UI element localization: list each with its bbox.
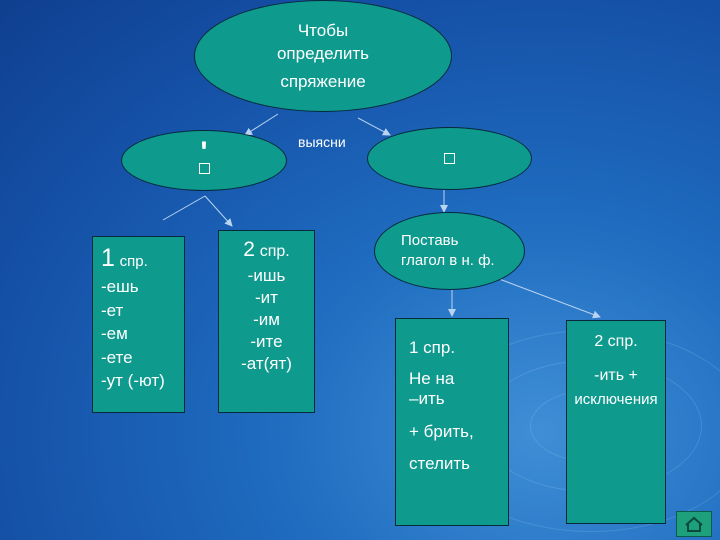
arrow-split-left: [162, 195, 206, 221]
stressed-ending-oval: ': [121, 130, 287, 191]
box1-ending: -ешь: [101, 277, 139, 296]
topic-line-2: определить: [276, 44, 370, 63]
arrow-top-to-right: [357, 117, 391, 136]
box2-ending: -им: [253, 310, 280, 329]
box3-line: Не на: [409, 369, 455, 388]
arrow-step-to-box4: [493, 276, 601, 319]
topic-line-1: Чтобы: [297, 21, 349, 40]
topic-oval: Чтобы определить спряжение: [194, 0, 452, 112]
home-icon: [685, 516, 703, 532]
box1-ending: -ете: [101, 347, 133, 367]
box2-ending: -ат(ят): [241, 354, 292, 373]
box2-heading: 2 спр.: [243, 238, 290, 261]
box3-line: –ить: [409, 389, 445, 408]
box3-line: + брить,: [409, 422, 474, 441]
step-line-1: Поставь: [401, 232, 459, 249]
box3-heading: 1 спр.: [409, 338, 456, 357]
topic-line-3: спряжение: [280, 72, 366, 91]
box1-ending: -ет: [101, 300, 124, 320]
box4-line: -ить +: [594, 367, 638, 384]
arrow-top-to-left: [244, 113, 279, 136]
second-conjugation-endings-box: 2 спр. -ишь -ит -им -ите -ат(ят): [218, 230, 315, 413]
step-line-2: глагол в н. ф.: [401, 252, 495, 269]
missing-glyph-icon: [198, 163, 210, 174]
second-conjugation-rule-box: 2 спр. -ить + исключения: [566, 320, 666, 524]
box4-heading: 2 спр.: [594, 333, 638, 350]
box4-line: исключения: [574, 391, 658, 408]
box2-ending: -ишь: [247, 266, 286, 285]
box1-heading: 1 спр.: [101, 244, 148, 272]
box2-ending: -ите: [250, 332, 283, 351]
first-conjugation-endings-box: 1 спр. -ешь -ет -ем -ете -ут (-ют): [92, 236, 185, 413]
home-button[interactable]: [676, 511, 712, 537]
missing-glyph-icon: [444, 153, 455, 164]
first-conjugation-rule-box: 1 спр. Не на –ить + брить, стелить: [395, 318, 509, 526]
box2-ending: -ит: [255, 288, 278, 307]
box3-line: стелить: [409, 454, 471, 473]
infinitive-step-oval: Поставь глагол в н. ф.: [374, 212, 525, 290]
box1-ending: -ем: [101, 324, 128, 343]
arrow-split-right: [204, 195, 233, 227]
box1-ending: -ут (-ют): [101, 371, 165, 390]
connector-label: выясни: [298, 134, 346, 150]
unstressed-ending-oval: [367, 127, 532, 190]
stress-mark: ': [200, 136, 208, 169]
